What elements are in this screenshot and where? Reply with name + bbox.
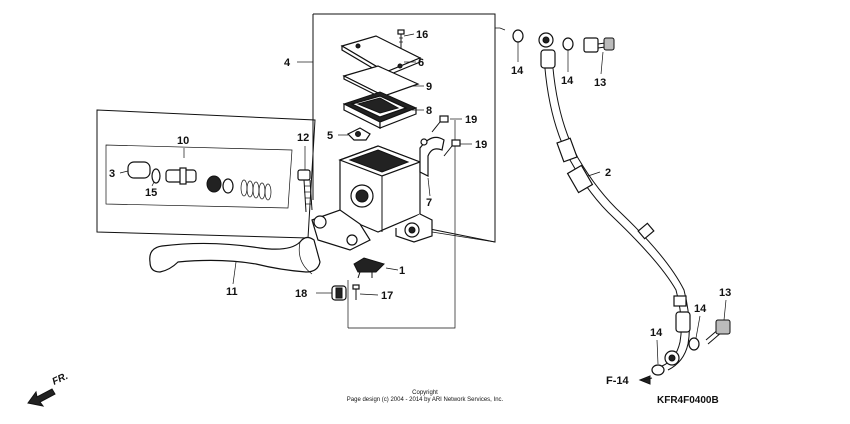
bolt-19-lower	[443, 139, 461, 157]
switch-1	[353, 257, 385, 279]
piston-kit	[127, 161, 272, 201]
spring	[240, 179, 272, 201]
copyright-line-1: Copyright	[412, 390, 438, 396]
callout-10[interactable]: 10	[177, 135, 189, 147]
group-frame-10-inner	[105, 144, 293, 209]
callout-4[interactable]: 4	[284, 57, 291, 69]
callout-14-upper-left[interactable]: 14	[511, 65, 524, 77]
bolt-12	[297, 169, 313, 213]
callout-19-upper[interactable]: 19	[465, 114, 477, 126]
callout-3[interactable]: 3	[109, 168, 115, 180]
lower-fittings	[651, 319, 731, 376]
callout-8[interactable]: 8	[426, 105, 432, 117]
callout-1[interactable]: 1	[399, 265, 405, 277]
holder-7	[419, 136, 445, 177]
reference-label[interactable]: F-14	[606, 375, 630, 387]
diaphragm	[342, 91, 418, 129]
master-cylinder-body	[311, 145, 433, 251]
front-direction-indicator: FR.	[27, 371, 70, 407]
screw-17	[352, 284, 360, 300]
front-label: FR.	[51, 371, 70, 388]
front-arrow-icon	[27, 388, 56, 407]
callout-13-lower[interactable]: 13	[719, 287, 731, 299]
nut-18	[331, 285, 347, 301]
bolt-19-upper	[431, 115, 449, 133]
brake-lever-11	[149, 236, 321, 273]
callout-7[interactable]: 7	[426, 197, 432, 209]
callout-labels: 1 2 3 4 5 6 7 8 9 10 11 12 13 13 14 14 1…	[109, 29, 731, 339]
diagram-code: KFR4F0400B	[657, 395, 719, 406]
callout-15[interactable]: 15	[145, 187, 157, 199]
callout-13-upper[interactable]: 13	[594, 77, 606, 89]
callout-11[interactable]: 11	[226, 286, 238, 298]
callout-14-upper-right[interactable]: 14	[561, 75, 574, 87]
group-frame-reservoir-base	[348, 120, 456, 329]
callout-17[interactable]: 17	[381, 290, 393, 302]
part-5	[346, 127, 371, 141]
brake-hose-2	[540, 49, 691, 371]
leader-lines	[119, 33, 727, 365]
upper-fittings	[512, 29, 615, 53]
callout-14-lower-left[interactable]: 14	[650, 327, 663, 339]
callout-18[interactable]: 18	[295, 288, 307, 300]
callout-6[interactable]: 6	[418, 57, 424, 69]
callout-19-lower[interactable]: 19	[475, 139, 487, 151]
reference-f14[interactable]: F-14	[606, 375, 653, 387]
group-frame-4	[313, 13, 496, 243]
callout-12[interactable]: 12	[297, 132, 309, 144]
callout-5[interactable]: 5	[327, 130, 333, 142]
callout-9[interactable]: 9	[426, 81, 432, 93]
callout-2[interactable]: 2	[605, 167, 611, 179]
callout-16[interactable]: 16	[416, 29, 428, 41]
screw-16	[397, 29, 405, 48]
callout-14-lower-right[interactable]: 14	[694, 303, 707, 315]
copyright-line-2: Page design (c) 2004 - 2014 by ARI Netwo…	[347, 397, 504, 403]
